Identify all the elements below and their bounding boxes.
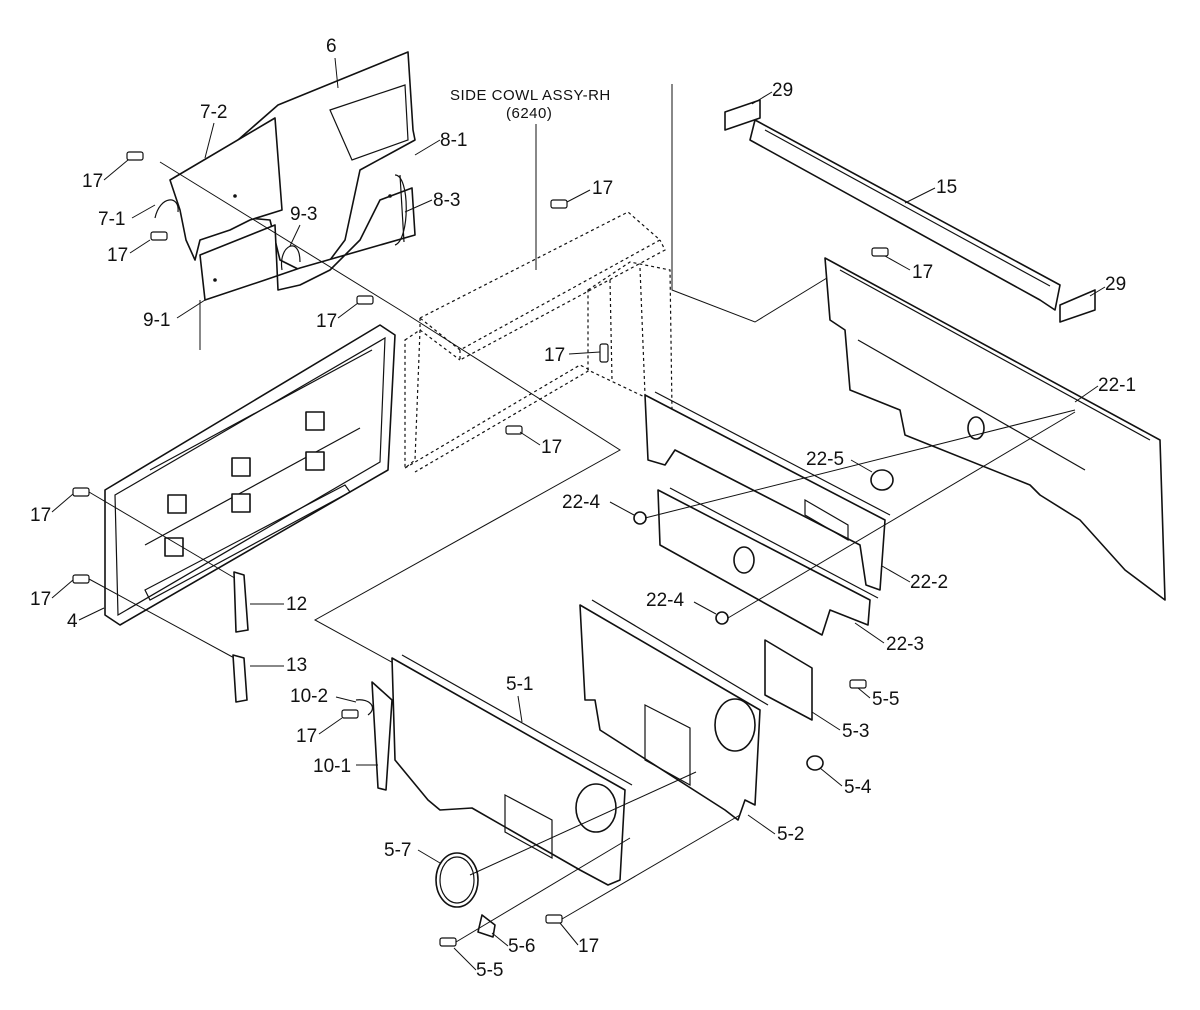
- callout-5-3: 5-3: [842, 721, 869, 742]
- part-5-5-screw-bottom: [439, 937, 457, 947]
- callout-29-a: 29: [772, 80, 793, 101]
- callout-22-2: 22-2: [910, 572, 948, 593]
- callout-17-a: 17: [82, 171, 103, 192]
- part-8-3-strip: [399, 174, 405, 243]
- callout-17-k: 17: [578, 936, 599, 957]
- assembly-title: SIDE COWL ASSY-RH: [450, 87, 611, 104]
- callout-5-4: 5-4: [844, 777, 872, 798]
- part-5-2-panel: [579, 599, 769, 821]
- part-5-4-bolt: [806, 755, 824, 771]
- fastener-17-left-2: [72, 574, 90, 584]
- part-12-bracket: [233, 571, 249, 633]
- callout-17-c: 17: [316, 311, 337, 332]
- callout-10-1: 10-1: [313, 756, 351, 777]
- part-22-4-plug-b: [715, 611, 729, 625]
- part-7-1-clip: [154, 199, 179, 219]
- part-7-2-panel: [169, 117, 283, 261]
- callout-22-4-a: 22-4: [562, 492, 600, 513]
- part-5-1-panel: [391, 654, 633, 886]
- part-5-7-ring: [435, 852, 479, 908]
- callout-5-6: 5-6: [508, 936, 535, 957]
- callout-5-5-a: 5-5: [872, 689, 899, 710]
- callout-17-e: 17: [544, 345, 565, 366]
- callout-9-1: 9-1: [143, 310, 170, 331]
- side-cowl-frame: [404, 211, 673, 473]
- callout-17-b: 17: [107, 245, 128, 266]
- callout-10-2: 10-2: [290, 686, 328, 707]
- part-9-3-clip: [280, 245, 301, 271]
- callout-17-g: 17: [912, 262, 933, 283]
- fastener-17-frame-low: [505, 425, 523, 435]
- part-22-1-rear-panel: [824, 257, 1166, 601]
- part-22-3-panel: [657, 487, 879, 636]
- fastener-17-mid: [356, 295, 374, 305]
- callout-8-1: 8-1: [440, 130, 467, 151]
- callout-5-2: 5-2: [777, 824, 804, 845]
- callout-22-3: 22-3: [886, 634, 924, 655]
- fastener-17-left-bottom: [341, 709, 359, 719]
- callout-9-3: 9-3: [290, 204, 317, 225]
- callout-22-4-b: 22-4: [646, 590, 684, 611]
- part-5-5-screw-right: [849, 679, 867, 689]
- part-10-1-strip: [371, 681, 393, 791]
- callout-5-1: 5-1: [506, 674, 533, 695]
- callout-17-h: 17: [30, 505, 51, 526]
- fastener-17-frame-top: [550, 199, 568, 209]
- part-5-3-plate: [764, 639, 813, 721]
- callout-17-d: 17: [592, 178, 613, 199]
- callout-17-j: 17: [296, 726, 317, 747]
- callout-7-2: 7-2: [200, 102, 227, 123]
- part-22-4-plug-a: [633, 511, 647, 525]
- callout-17-i: 17: [30, 589, 51, 610]
- callout-22-1: 22-1: [1098, 375, 1136, 396]
- part-15-rail: [749, 119, 1061, 311]
- callout-4: 4: [67, 611, 78, 632]
- part-22-2-panel: [644, 391, 891, 591]
- callout-12: 12: [286, 594, 307, 615]
- part-22-5-grommet: [870, 469, 894, 491]
- part-29-clip-top: [724, 99, 761, 131]
- part-10-2-clip: [355, 699, 373, 716]
- callout-15: 15: [936, 177, 957, 198]
- part-13-bracket: [232, 654, 248, 703]
- callout-6: 6: [326, 36, 337, 57]
- fastener-17-top-2: [150, 231, 168, 241]
- part-29-clip-right: [1059, 289, 1096, 323]
- callout-7-1: 7-1: [98, 209, 125, 230]
- part-9-1-panel: [199, 187, 416, 301]
- callout-22-5: 22-5: [806, 449, 844, 470]
- upper-cover-group: [154, 51, 416, 350]
- callout-5-5-b: 5-5: [476, 960, 503, 981]
- callout-8-3: 8-3: [433, 190, 460, 211]
- callout-13: 13: [286, 655, 307, 676]
- callout-29-b: 29: [1105, 274, 1126, 295]
- callout-17-f: 17: [541, 437, 562, 458]
- fastener-17-top-1: [126, 151, 144, 161]
- fastener-17-left-1: [72, 487, 90, 497]
- fastener-17-frame-bolt: [599, 343, 609, 363]
- assembly-code: (6240): [506, 105, 552, 122]
- fastener-17-rear: [871, 247, 889, 257]
- fastener-17-bottom: [545, 914, 563, 924]
- part-4-left-panel: [104, 324, 396, 626]
- callout-5-7: 5-7: [384, 840, 411, 861]
